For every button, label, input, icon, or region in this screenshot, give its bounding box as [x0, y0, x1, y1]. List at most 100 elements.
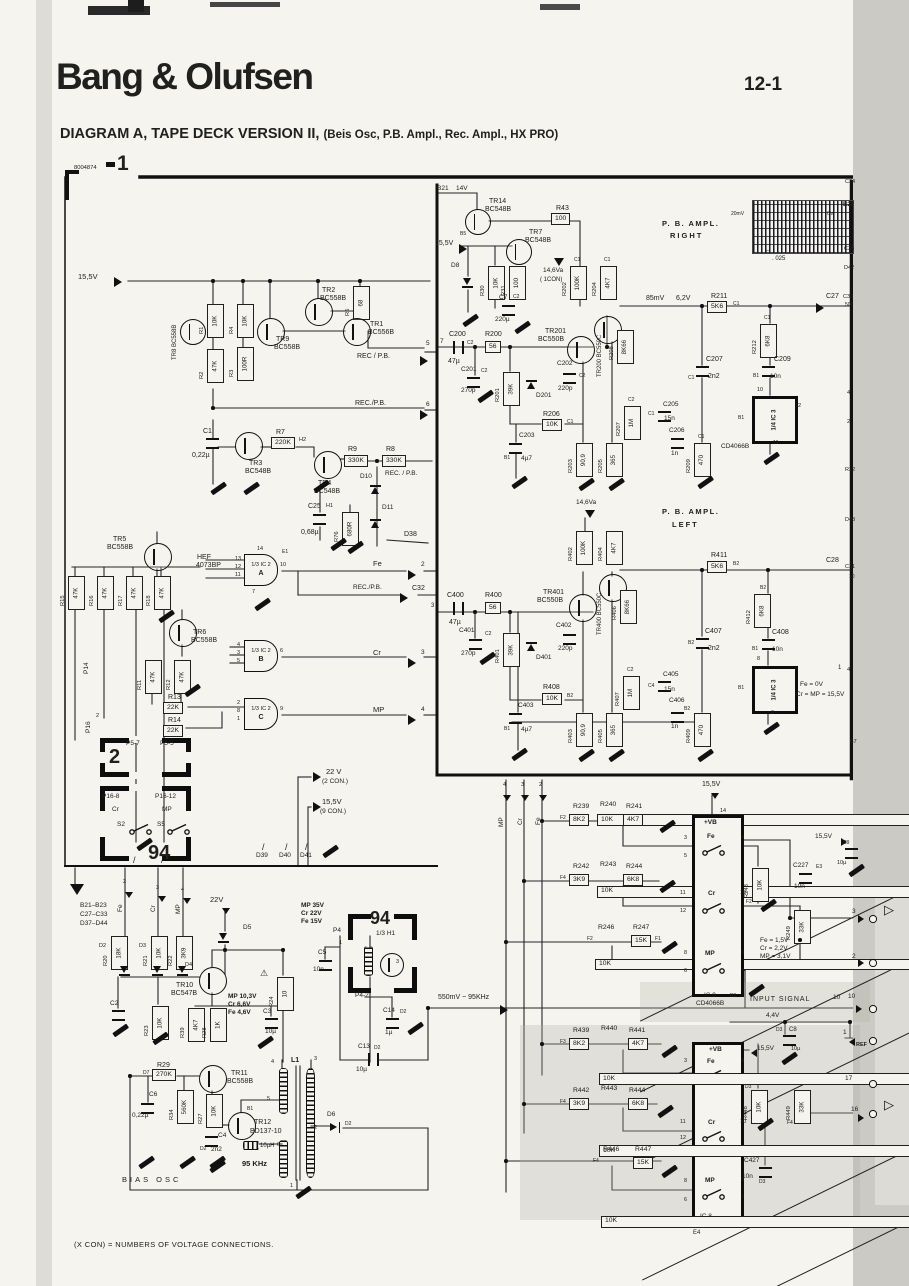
resistor-box-5k6: 5K6 — [707, 561, 728, 573]
resistor-box-vertical-10k-r27: 10K — [206, 1094, 223, 1128]
component-label-15-5v: 15,5V — [757, 1045, 774, 1052]
component-label-h1: H1 — [326, 503, 334, 509]
component-label-mp-3-1v: MP = 3,1V — [760, 953, 791, 960]
component-label-r406: R406 — [612, 606, 618, 620]
component-label-r439: R439 — [573, 1027, 590, 1034]
component-label-3: 3 — [684, 835, 688, 841]
resistor-box-vertical-10k-r30: 10K — [488, 266, 505, 300]
component-label-c1: C1 — [604, 257, 611, 263]
capacitor-icon — [845, 848, 858, 859]
resistor-box-vertical-39k-r201: 39K — [503, 372, 520, 406]
module-frame — [98, 736, 193, 779]
junction-dot — [700, 304, 704, 308]
component-label-3: 3 — [521, 782, 525, 788]
component-label-c1: C1 — [574, 257, 581, 263]
diode-icon — [371, 521, 379, 528]
resistor-box-4k7: 4K7 — [628, 1038, 649, 1050]
component-label-f2: F2 — [560, 815, 566, 821]
component-label-r29: R29 — [157, 1062, 170, 1069]
component-label-7: 7 — [252, 589, 256, 595]
junction-dot — [540, 1042, 544, 1046]
component-label-cr-2-2v: Cr = 2,2V — [760, 945, 788, 952]
resistor-box-vertical-365-r405: 365 — [606, 713, 623, 747]
component-label-4-7: 4µ7 — [521, 455, 532, 462]
component-label-f4: F4 — [560, 1099, 566, 1105]
component-label-p14: P14 — [83, 662, 90, 674]
component-label-r240: R240 — [600, 801, 617, 808]
component-label-bc548b: BC548B — [314, 488, 341, 495]
component-label-17: 17 — [845, 1075, 853, 1082]
switch-icon — [701, 843, 727, 861]
capacitor-icon — [368, 1053, 379, 1066]
resistor-box-vertical-47k-r18: 47K — [154, 576, 171, 610]
capacitor-icon — [467, 377, 480, 388]
component-label-d43: D43 — [845, 517, 856, 523]
diode-icon — [178, 966, 186, 973]
component-label-11: 11 — [235, 572, 241, 578]
switch-icon — [128, 822, 154, 840]
arrow-icon — [125, 892, 133, 898]
transistor-icon — [199, 1065, 227, 1093]
component-label-c1: C1 — [567, 419, 574, 425]
resistor-box-vertical-47k-r16: 47K — [97, 576, 114, 610]
arrow-icon — [313, 802, 321, 812]
switch-icon — [166, 822, 192, 840]
module-frame-gap — [412, 939, 419, 968]
component-label-7: 7 — [741, 1195, 745, 1201]
arrow-icon — [858, 915, 864, 923]
transistor-icon — [569, 594, 597, 622]
component-label-cr: Cr — [150, 905, 157, 912]
resistor-box-vertical-10k-r1: 10K — [207, 304, 224, 338]
component-label-bc558b: BC558B — [191, 637, 218, 644]
junction-dot — [473, 610, 477, 614]
component-label-p-b-ampl: P. B. AMPL. — [662, 219, 720, 228]
component-label-6: 6 — [684, 968, 688, 974]
component-label-0-68: 0,68µ — [301, 529, 319, 536]
resistor-box-vertical-100r-r3: 100R — [237, 347, 254, 381]
component-label-fe: Fe — [117, 904, 124, 912]
component-label-r242: R242 — [573, 863, 590, 870]
component-label-14-6va: 14,6Va — [576, 499, 597, 506]
component-label-r201: R201 — [495, 388, 501, 402]
component-label-1n: 1n — [671, 723, 679, 730]
component-label-12: 12 — [235, 564, 242, 570]
component-label-2: 2 — [421, 561, 425, 568]
scan-artifact — [106, 162, 115, 167]
component-label-r7: R7 — [276, 429, 285, 436]
capacitor-icon — [671, 712, 684, 723]
junction-dot — [798, 938, 802, 942]
diagram-title: DIAGRAM A, TAPE DECK VERSION II, (Beis O… — [60, 126, 558, 142]
resistor-box-vertical-90-9-r403: 90,9 — [576, 713, 593, 747]
component-label-cr-22v: Cr 22V — [301, 910, 322, 917]
ic-box — [692, 815, 744, 997]
component-label-b2: B2 — [684, 706, 691, 712]
resistor-box-vertical-1m-r407: 1M — [623, 676, 640, 710]
junction-dot — [605, 345, 609, 349]
component-label-13: 13 — [235, 556, 242, 562]
component-label-c13: C13 — [358, 1043, 370, 1050]
component-label-r412: R412 — [746, 610, 752, 624]
component-label-c30: C30 — [843, 294, 854, 300]
component-label-hef: HEF — [197, 554, 211, 561]
wire — [622, 825, 694, 847]
component-label-95-khz: 95 KHz — [242, 1159, 268, 1168]
diagram-title-main: DIAGRAM A, TAPE DECK VERSION II, — [60, 126, 320, 142]
resistor-box-vertical-47k-r12: 47K — [174, 660, 191, 694]
component-label-p16: P16 — [85, 721, 92, 733]
component-label-c2: C2 — [579, 373, 586, 379]
component-label-e1: E1 — [282, 549, 289, 555]
component-label-3: 3 — [421, 649, 425, 656]
component-label-220: 220µ — [495, 316, 510, 323]
module-frame-gap — [98, 810, 105, 837]
module-frame-gap — [346, 939, 353, 968]
component-label-1: 1µ — [385, 1029, 393, 1036]
ic-box: 1/4 IC 3 — [752, 666, 798, 714]
resistor-box-330k: 330K — [344, 455, 368, 467]
resistor-box-vertical-47k-r11: 47K — [145, 660, 162, 694]
resistor-box-vertical-8k66-r406: 8K66 — [620, 590, 637, 624]
component-label-7: 7 — [440, 338, 444, 345]
component-label-d37-d44: D37–D44 — [80, 920, 108, 927]
component-label-4-7: 4µ7 — [521, 726, 532, 733]
